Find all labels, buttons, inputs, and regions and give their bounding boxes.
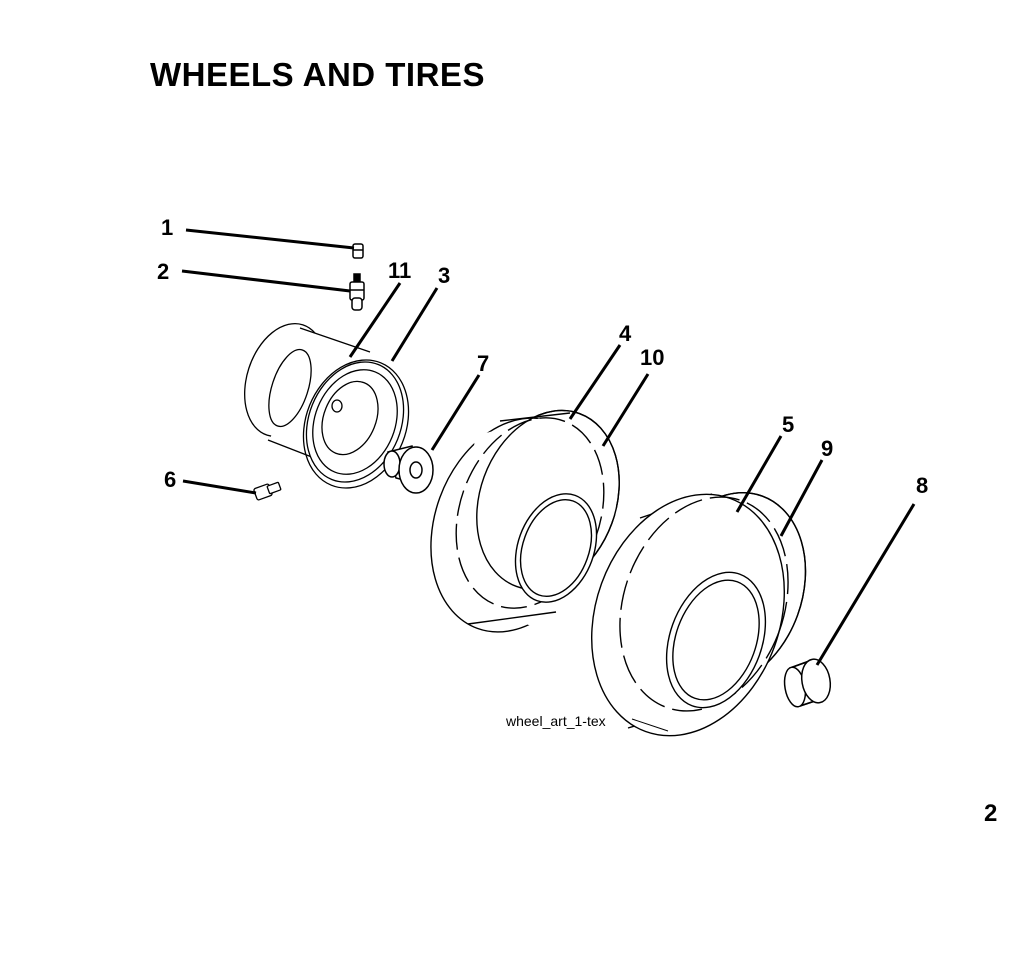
leader-line-3 [390,287,439,362]
part-bushing [383,445,434,494]
leader-line-7 [430,374,481,451]
leader-line-5 [735,435,783,513]
callout-6: 6 [164,467,176,492]
callout-8: 8 [916,473,928,498]
part-hub-cap [783,658,832,708]
callout-9: 9 [821,436,833,461]
leader-lines [181,228,916,666]
part-front-tire [430,409,620,633]
callout-1: 1 [161,215,173,240]
leader-line-4 [568,344,622,420]
art-tag-leader [631,718,669,732]
leader-line-1 [185,228,355,250]
part-rear-tire [590,491,807,737]
page-number: 2 [984,800,998,827]
callout-7: 7 [477,351,489,376]
leader-line-10 [601,373,650,447]
part-valve-stem [349,273,365,311]
page-title: WHEELS AND TIRES [150,56,485,93]
part-grease-fitting [253,481,282,501]
art-filename-label: wheel_art_1-tex [505,713,606,729]
leader-line-6 [182,479,257,495]
callout-4: 4 [619,321,632,346]
callout-11: 11 [388,258,411,283]
part-rim [244,322,410,489]
callout-3: 3 [438,263,450,288]
leader-line-8 [815,503,916,666]
callout-10: 10 [640,345,664,370]
callout-5: 5 [782,412,794,437]
part-valve-cap [352,243,364,259]
leader-line-2 [181,269,351,293]
leader-line-9 [779,459,824,537]
callout-2: 2 [157,259,169,284]
leader-line-11 [348,282,402,358]
